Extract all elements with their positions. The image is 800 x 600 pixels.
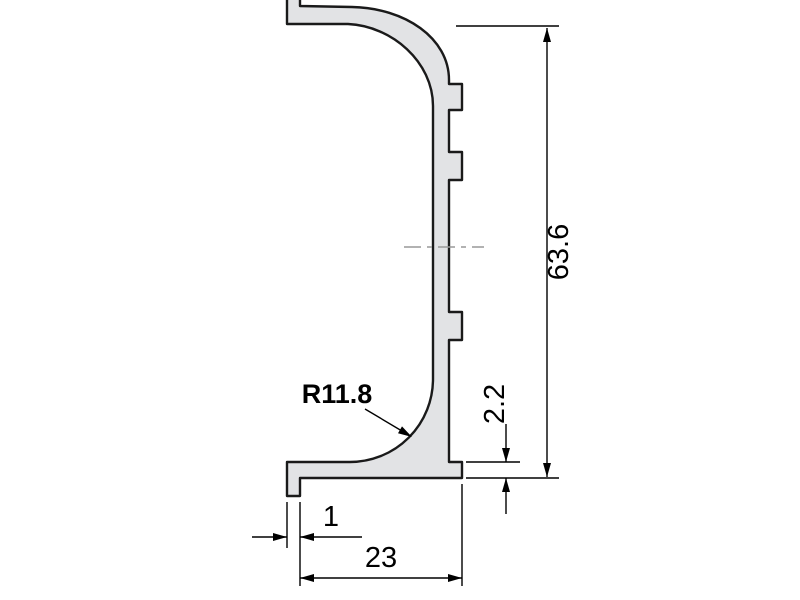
arrowhead-leader-icon [398,426,412,437]
arrowhead-right-icon [273,533,287,541]
dim-lip-label: 1 [323,501,339,533]
radius-label: R11.8 [302,379,373,409]
dim-lip-group: 1 [252,501,362,548]
dim-depth-label: 23 [365,542,397,574]
dim-thickness-label: 2.2 [479,384,511,424]
arrowhead-left-icon [300,533,314,541]
dim-height-label: 63.6 [543,224,575,280]
arrowhead-right-icon [448,574,462,582]
arrowhead-down-icon [543,463,551,477]
arrowhead-down-icon [502,448,510,462]
dim-height-group: 63.6 [456,25,575,479]
arrowhead-left-icon [300,574,314,582]
radius-callout-group: R11.8 [302,379,412,437]
arrowhead-up-icon [543,28,551,42]
dim-thickness-group: 2.2 [466,384,520,514]
arrowhead-up-icon [502,478,510,492]
dim-depth-group: 23 [299,484,463,586]
profile-body [285,0,464,498]
